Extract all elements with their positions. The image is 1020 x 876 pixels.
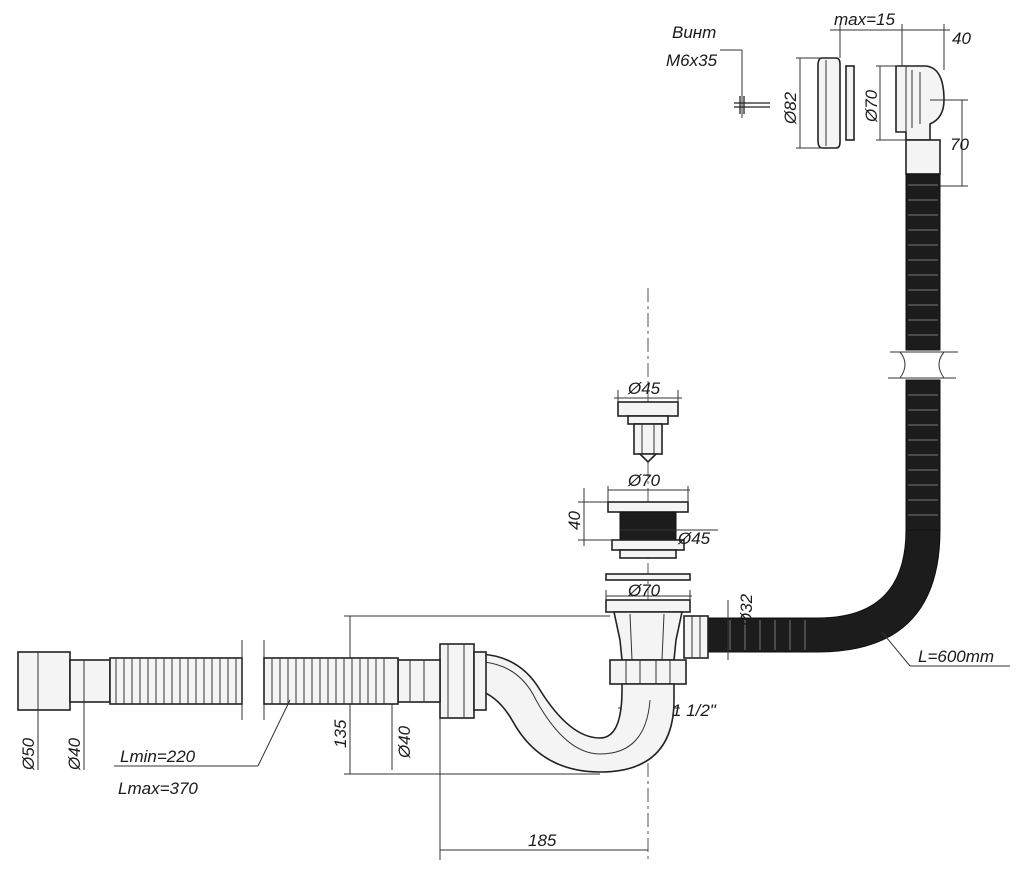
overflow-pipe-length-label: L=600mm — [918, 647, 994, 666]
hose-inner-diameter-label: Ø40 — [65, 737, 84, 771]
hose-lmax-label: Lmax=370 — [118, 779, 198, 798]
plug-diameter-label: Ø45 — [627, 379, 661, 398]
drain-assembly: Ø45 Ø70 40 Ø45 — [565, 288, 718, 862]
drain-hose: Ø50 Ø40 Lmin=220 Lmax=370 — [17, 640, 399, 798]
overflow-pipe: L=600mm Ø32 — [707, 173, 1010, 667]
drain-lower-body — [605, 599, 709, 685]
drain-flange — [607, 501, 689, 559]
drain-plug — [617, 401, 679, 464]
overflow-cover-plate — [817, 57, 841, 149]
overflow-depth-label: 40 — [952, 29, 971, 48]
trap-outlet-diameter-label: Ø40 — [395, 725, 414, 759]
hose-outer-diameter-label: Ø50 — [19, 737, 38, 771]
trap-height-label: 135 — [331, 719, 350, 748]
drain-gasket — [605, 573, 691, 581]
overflow-plate-diameter-label: Ø82 — [781, 91, 800, 125]
overflow-gasket — [845, 65, 855, 141]
drain-flange-diameter-label: Ø70 — [627, 471, 661, 490]
thread-size-label: 1 1/2" — [672, 701, 717, 720]
screw-part — [720, 49, 770, 118]
trap-offset-label: 185 — [528, 831, 557, 850]
overflow-body — [895, 65, 945, 175]
overflow-pipe-diameter-label: Ø32 — [737, 593, 756, 627]
drain-lower-diameter-label: Ø70 — [627, 581, 661, 600]
overflow-height-label: 70 — [950, 135, 969, 154]
drain-height-label: 40 — [565, 511, 584, 530]
hose-lmin-label: Lmin=220 — [120, 747, 196, 766]
screw-name-label: Винт — [672, 23, 716, 42]
overflow-assembly: max=15 40 Ø82 Ø70 70 Винт M6x35 — [666, 10, 971, 187]
overflow-max-label: max=15 — [834, 10, 895, 29]
screw-size-label: M6x35 — [666, 51, 718, 70]
overflow-body-diameter-label: Ø70 — [862, 89, 881, 123]
drain-inner-diameter-label: Ø45 — [677, 529, 711, 548]
